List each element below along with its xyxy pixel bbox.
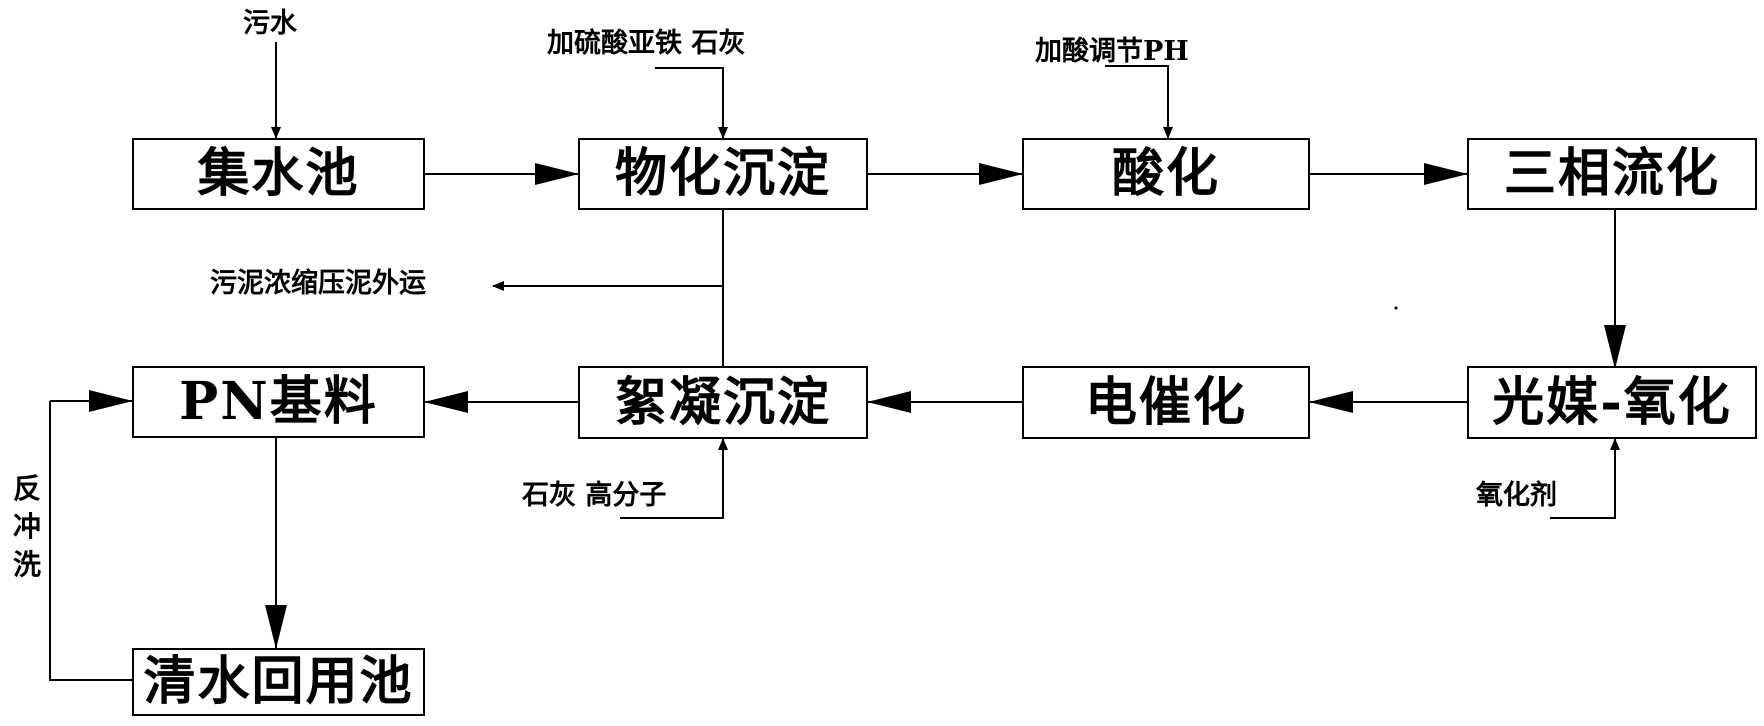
pn-base-box: PN基料 [132, 366, 425, 438]
backwash-char-3: 洗 [12, 548, 41, 581]
physchem-sedimentation-box: 物化沉淀 [578, 138, 868, 210]
electrocatalysis-box: 电催化 [1022, 366, 1310, 439]
acidification-box: 酸化 [1022, 138, 1310, 210]
stray-dot [1394, 306, 1398, 310]
wastewater-label: 污水 [243, 8, 297, 39]
arrow-oxidant-in [1550, 438, 1620, 519]
ferrous-sulfate-lime-label: 加硫酸亚铁 石灰 [547, 28, 746, 59]
acid-ph-label: 加酸调节PH [1035, 36, 1189, 67]
three-phase-fluidization-box: 三相流化 [1467, 138, 1757, 210]
backwash-label: 反 冲 洗 [12, 470, 42, 584]
collection-tank-box: 集水池 [132, 138, 425, 210]
backwash-char-1: 反 [12, 472, 41, 505]
clean-water-reuse-box: 清水回用池 [132, 648, 425, 716]
sludge-disposal-label: 污泥浓缩压泥外运 [210, 268, 426, 299]
flocculation-sedimentation-box: 絮凝沉淀 [578, 366, 868, 439]
backwash-char-2: 冲 [12, 510, 41, 543]
lime-polymer-label: 石灰 高分子 [522, 480, 667, 511]
backwash-line [49, 401, 132, 681]
arrow-lime-polymer-in [620, 438, 728, 519]
arrow-acid-ph-in [1105, 65, 1173, 139]
arrow-ferrous-lime-in [655, 67, 728, 139]
photo-oxidation-box: 光媒-氧化 [1467, 366, 1757, 439]
oxidant-label: 氧化剂 [1476, 480, 1557, 511]
